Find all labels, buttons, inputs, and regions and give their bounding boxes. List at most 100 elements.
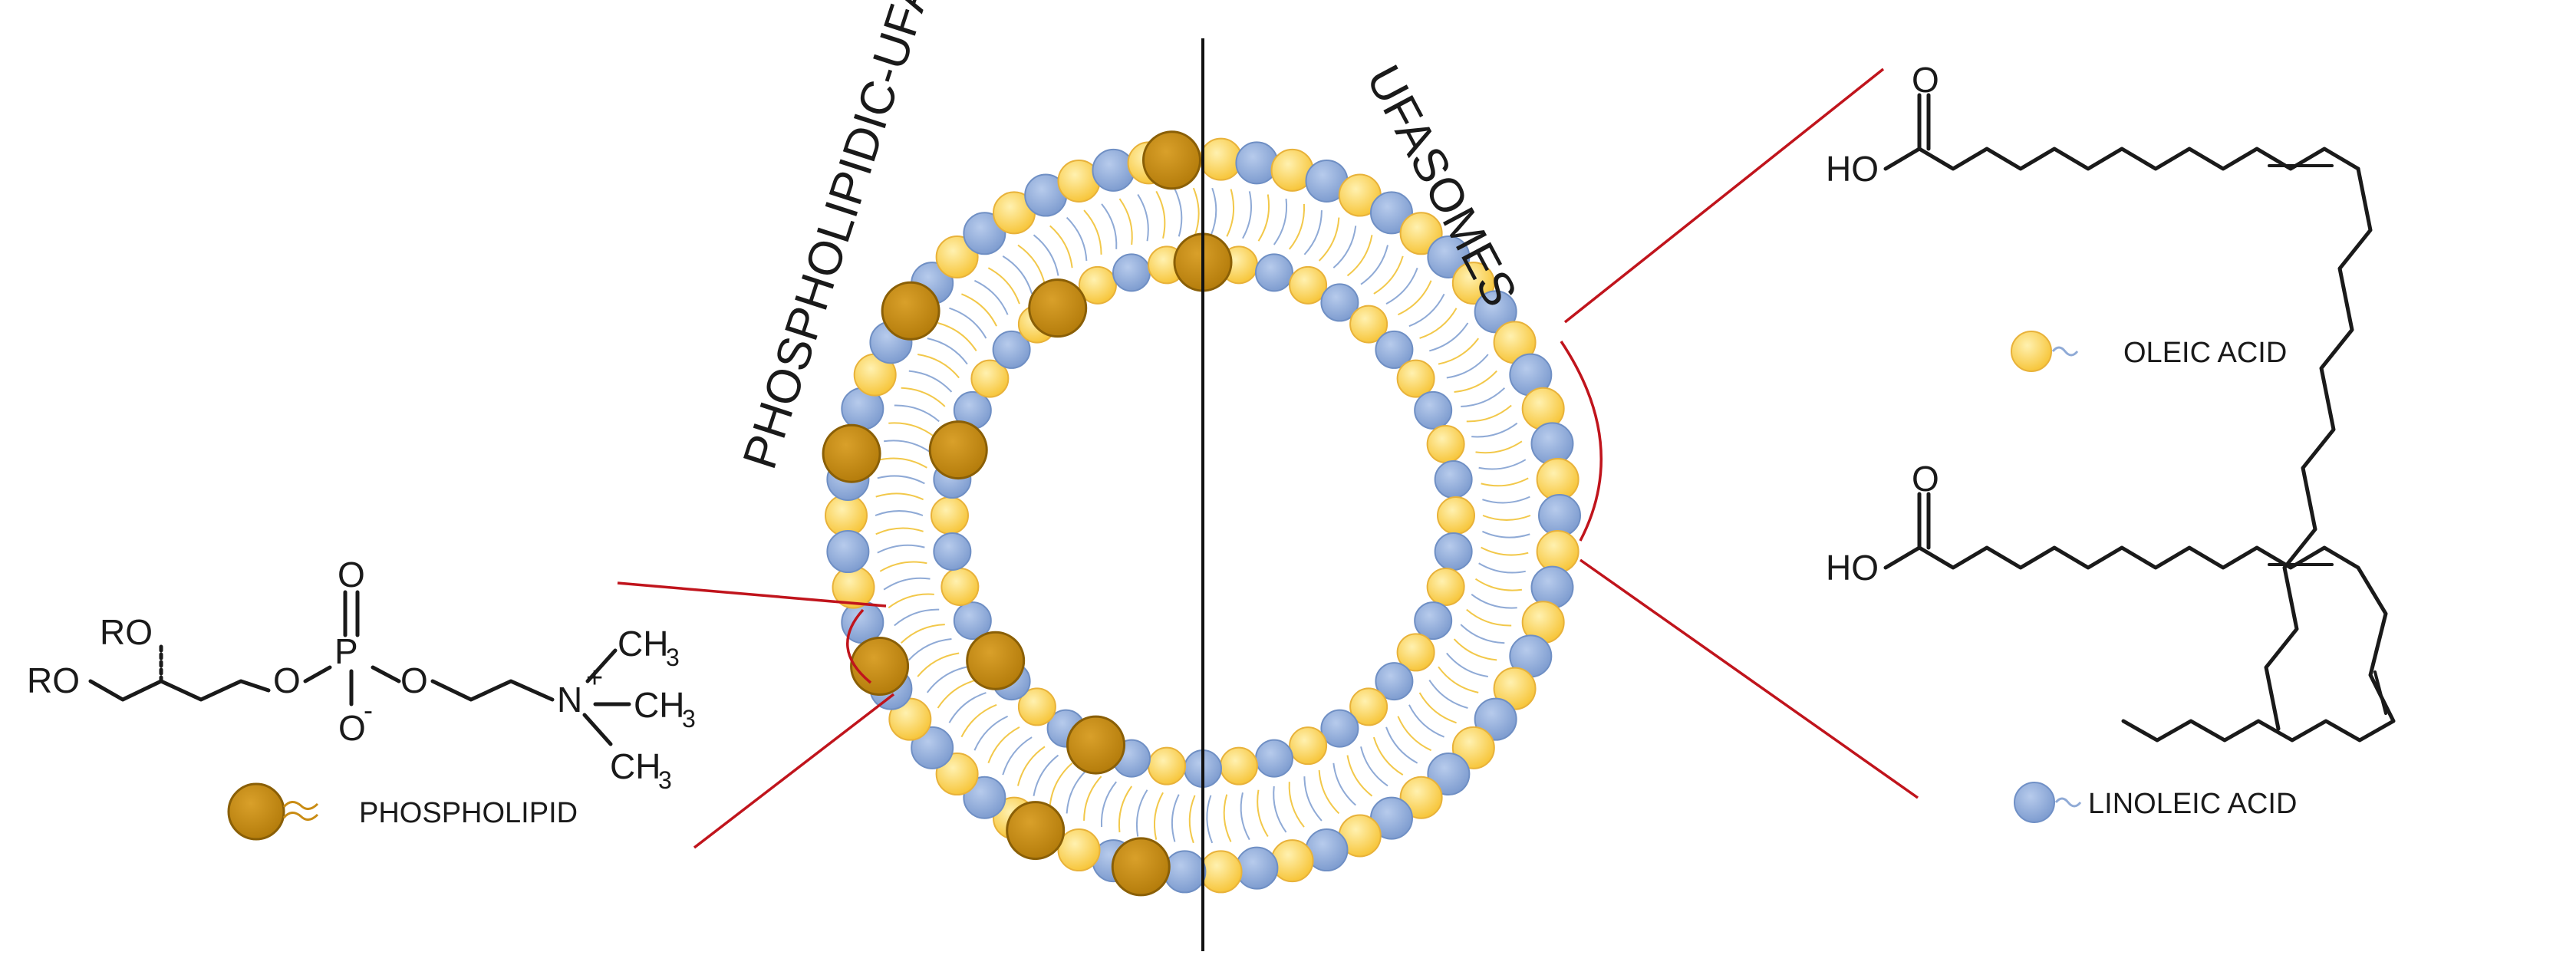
linoleic-head-outer xyxy=(1530,422,1574,466)
oleic-head-inner xyxy=(1219,746,1258,786)
lipid-tail xyxy=(1135,789,1148,837)
lipid-tail xyxy=(1101,203,1118,249)
lipid-tail xyxy=(1002,736,1033,776)
oleic-head-outer xyxy=(1451,262,1495,305)
lipid-tail xyxy=(926,666,968,693)
ch3-top-sub: 3 xyxy=(666,644,680,671)
lipid-tail xyxy=(1049,225,1073,268)
lipid-tail xyxy=(1482,515,1531,521)
oleic-head-outer xyxy=(1270,839,1314,883)
legend-oleic: OLEIC ACID xyxy=(2011,331,2287,372)
lipid-tail xyxy=(1118,198,1133,245)
lipid-tail xyxy=(1257,789,1269,838)
lipid-tail xyxy=(1303,776,1323,822)
lipid-tail xyxy=(877,544,925,554)
lipid-tail xyxy=(927,338,968,365)
oleic-head-inner xyxy=(1078,265,1117,305)
o-double-top: O xyxy=(338,555,365,594)
oleic-head-inner xyxy=(1426,567,1465,606)
lipid-tail xyxy=(1466,608,1512,627)
linoleic-head-inner xyxy=(1414,390,1453,430)
lipid-tail xyxy=(1474,578,1523,591)
lipid-tail xyxy=(1332,226,1357,268)
lipid-tail xyxy=(1188,795,1196,844)
lipid-tail xyxy=(1446,652,1488,677)
phospholipid-head-outer xyxy=(1006,801,1066,861)
oleic-head-outer xyxy=(935,753,979,796)
lipid-tail xyxy=(1471,594,1517,609)
lipid-tail xyxy=(1100,781,1117,828)
phospholipid-head-inner xyxy=(1066,715,1126,775)
ch3-top: CH xyxy=(618,624,668,664)
phospholipid-head-outer xyxy=(881,281,940,341)
lipid-tail xyxy=(1288,782,1305,828)
ro-left: RO xyxy=(27,660,80,700)
linoleic-head-outer xyxy=(963,212,1006,255)
linoleic-head-outer xyxy=(1092,148,1135,192)
oleic-head-outer xyxy=(1057,828,1101,872)
oleic-head-outer xyxy=(825,494,868,537)
lipid-tail xyxy=(1257,194,1270,242)
oleic-head-outer xyxy=(1199,850,1243,894)
lipid-tail xyxy=(894,404,940,423)
oleic-head-inner xyxy=(1426,425,1465,464)
lipid-tail xyxy=(1418,692,1457,724)
lipid-tail xyxy=(1033,754,1059,796)
lipid-tail xyxy=(883,440,931,453)
lipid-tail xyxy=(1002,255,1033,295)
oleic-head-outer xyxy=(1536,530,1580,574)
lipid-tail xyxy=(1385,267,1418,305)
linoleic-head-outer xyxy=(911,726,954,769)
linoleic-head-outer xyxy=(1474,290,1517,334)
linoleic-head-inner xyxy=(1112,253,1151,292)
lipid-tail xyxy=(1226,189,1235,237)
linoleic-head-inner xyxy=(1320,709,1359,748)
lipid-tail xyxy=(1049,762,1073,805)
lipid-tail xyxy=(960,703,997,738)
lipid-tail xyxy=(1332,762,1356,806)
lipid-tail xyxy=(937,679,977,709)
lipid-tail xyxy=(1478,459,1527,470)
oleic-head-inner xyxy=(1017,687,1056,726)
oleic-head-inner xyxy=(1148,746,1187,786)
lipid-tail xyxy=(1481,530,1530,538)
oleic-head-inner xyxy=(1396,633,1435,672)
linoleic-head-outer xyxy=(1538,494,1581,537)
lipid-tail xyxy=(877,475,925,485)
lipid-tail xyxy=(949,307,987,339)
ch3-bottom: CH xyxy=(610,746,660,786)
oleic-head-outer xyxy=(1199,137,1243,181)
lipid-tail xyxy=(1373,255,1404,295)
lipid-tail xyxy=(1083,209,1102,255)
phospholipid-head-inner xyxy=(966,631,1026,690)
linoleic-head-outer xyxy=(1235,846,1279,890)
lipid-tail xyxy=(888,422,935,437)
lipid-tail xyxy=(901,387,946,407)
linoleic-head-inner xyxy=(1320,283,1359,322)
phospholipid-head-outer xyxy=(1141,130,1201,190)
ch3-right: CH xyxy=(634,685,684,725)
phospholipid-head-outer xyxy=(1111,837,1171,897)
lipid-tail xyxy=(1385,726,1418,764)
lipid-tail xyxy=(1083,776,1102,821)
lipid-tail xyxy=(1318,217,1340,262)
lipid-tail xyxy=(1289,203,1306,250)
lipid-tail xyxy=(1453,638,1497,661)
phospholipid-head-inner xyxy=(1028,278,1088,338)
linoleic-head-outer xyxy=(1163,850,1207,894)
lipid-tail xyxy=(1153,792,1164,840)
lipid-tail xyxy=(1429,322,1469,352)
lipid-tail xyxy=(894,608,940,627)
lipid-tail xyxy=(1017,746,1046,786)
lipid-tail xyxy=(875,492,924,501)
o-minus: O xyxy=(338,708,366,748)
lipid-tail xyxy=(1397,716,1432,752)
linoleic-head-inner xyxy=(1254,739,1293,778)
legend-oleic-label: OLEIC ACID xyxy=(2123,337,2287,369)
oleic-head-outer xyxy=(888,697,932,741)
minus-sign: - xyxy=(364,694,373,726)
linoleic-carbonyl-o: O xyxy=(1912,459,1939,499)
lipid-tail xyxy=(937,322,977,352)
lipid-tail xyxy=(1318,769,1340,815)
lipid-tail xyxy=(1174,189,1183,237)
